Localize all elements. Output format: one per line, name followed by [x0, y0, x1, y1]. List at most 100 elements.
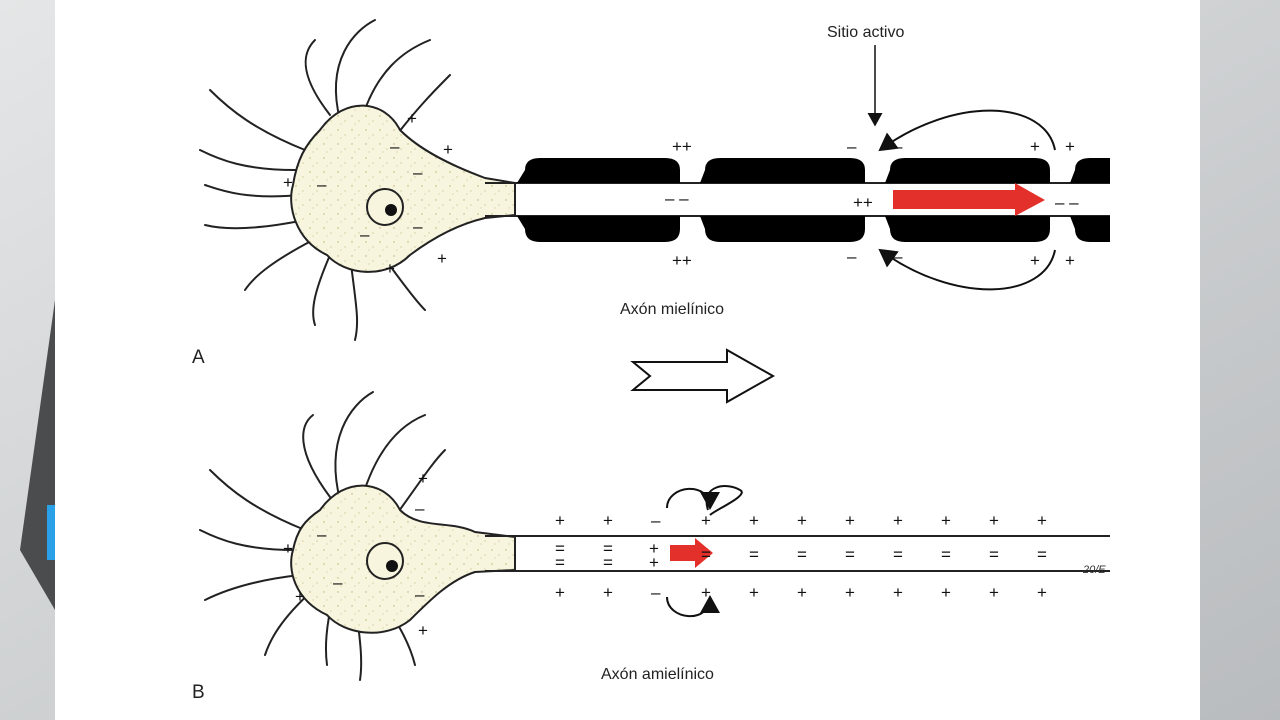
svg-text:+: +: [749, 511, 759, 530]
soma-a: [290, 104, 516, 273]
nucleolus-b: [386, 560, 398, 572]
svg-text:+: +: [295, 587, 305, 606]
svg-text:+: +: [418, 621, 428, 640]
decorative-blue-accent: [47, 505, 55, 560]
svg-text:+: +: [555, 511, 565, 530]
svg-text:+: +: [845, 511, 855, 530]
svg-text:+: +: [283, 539, 293, 558]
svg-text:=: =: [845, 545, 855, 564]
svg-text:+: +: [941, 511, 951, 530]
svg-text:– –: – –: [1055, 193, 1079, 212]
myelin-segment: [1070, 158, 1110, 183]
svg-text:–: –: [893, 247, 903, 266]
svg-text:+: +: [701, 511, 711, 530]
myelinated-axon-label: Axón mielínico: [620, 301, 724, 318]
svg-text:– –: – –: [665, 189, 689, 208]
panel-a: Sitio activo + + + + + – – – – – ++ ++ –…: [192, 19, 1110, 368]
svg-text:+: +: [749, 583, 759, 602]
svg-text:=: =: [603, 553, 613, 572]
svg-text:=: =: [555, 553, 565, 572]
svg-text:+: +: [283, 173, 293, 192]
charges-a: + + + + + – – – – – ++ ++ – – ++ – – – –…: [283, 109, 1079, 278]
svg-text:–: –: [317, 175, 327, 194]
svg-text:+: +: [797, 511, 807, 530]
svg-text:+: +: [893, 583, 903, 602]
svg-text:+: +: [649, 539, 659, 558]
current-loop-bottom: [878, 248, 1056, 291]
svg-text:–: –: [415, 499, 425, 518]
svg-text:++: ++: [672, 137, 692, 156]
myelin-segment: [885, 158, 1050, 183]
active-site-label: Sitio activo: [827, 24, 904, 41]
svg-text:+: +: [989, 583, 999, 602]
dendrites-a: [199, 19, 451, 341]
local-loop-top-right: [666, 487, 720, 510]
svg-text:=: =: [603, 539, 613, 558]
impulse-arrow-a: [893, 183, 1045, 216]
svg-text:–: –: [847, 247, 857, 266]
panel-b-letter: B: [192, 682, 205, 703]
current-loop-top: [878, 109, 1056, 152]
svg-text:+: +: [603, 583, 613, 602]
panel-b: + + + + – – – – ++–+ ++++ +++ ++–+ ++++ …: [192, 391, 1110, 703]
svg-text:–: –: [333, 573, 343, 592]
svg-text:–: –: [413, 217, 423, 236]
decorative-dark-shape: [20, 300, 55, 610]
svg-text:+: +: [1037, 583, 1047, 602]
svg-text:–: –: [360, 225, 370, 244]
svg-text:–: –: [651, 583, 661, 602]
myelin-segment: [1070, 216, 1110, 242]
nucleus-a: [366, 188, 404, 226]
local-loop-top: [705, 485, 743, 516]
svg-text:=: =: [941, 545, 951, 564]
myelin-segment: [517, 216, 680, 242]
nucleus-b: [366, 542, 404, 580]
hollow-direction-arrow: [630, 348, 776, 404]
svg-text:=: =: [1037, 545, 1047, 564]
svg-text:+: +: [385, 259, 395, 278]
svg-text:=: =: [749, 545, 759, 564]
svg-text:+: +: [1065, 137, 1075, 156]
svg-text:+: +: [555, 583, 565, 602]
artist-signature: 20/E: [1082, 564, 1106, 576]
myelin-segment: [517, 158, 680, 183]
panel-a-letter: A: [192, 347, 205, 368]
svg-text:=: =: [893, 545, 903, 564]
local-loop-bottom: [666, 595, 720, 618]
svg-text:+: +: [845, 583, 855, 602]
slide: Sitio activo + + + + + – – – – – ++ ++ –…: [55, 0, 1200, 720]
svg-text:+: +: [418, 469, 428, 488]
svg-text:–: –: [847, 137, 857, 156]
svg-text:+: +: [893, 511, 903, 530]
svg-text:++: ++: [853, 193, 873, 212]
svg-text:+: +: [941, 583, 951, 602]
nucleolus-a: [385, 204, 397, 216]
svg-text:–: –: [390, 137, 400, 156]
neuron-conduction-diagram: Sitio activo + + + + + – – – – – ++ ++ –…: [192, 19, 1110, 703]
svg-text:+: +: [443, 140, 453, 159]
svg-text:=: =: [555, 539, 565, 558]
svg-text:+: +: [1030, 251, 1040, 270]
myelin-sheaths: [517, 158, 1110, 242]
svg-text:–: –: [651, 511, 661, 530]
svg-text:+: +: [1065, 251, 1075, 270]
svg-text:+: +: [797, 583, 807, 602]
myelin-segment: [700, 158, 865, 183]
svg-text:–: –: [413, 163, 423, 182]
svg-text:=: =: [701, 545, 711, 564]
svg-text:+: +: [1030, 137, 1040, 156]
svg-text:+: +: [1037, 511, 1047, 530]
svg-text:=: =: [989, 545, 999, 564]
svg-text:+: +: [603, 511, 613, 530]
myelin-segment: [885, 216, 1050, 242]
svg-text:–: –: [893, 137, 903, 156]
impulse-arrow-b: [670, 538, 713, 568]
svg-text:=: =: [797, 545, 807, 564]
svg-text:–: –: [415, 585, 425, 604]
svg-text:–: –: [317, 525, 327, 544]
svg-text:+: +: [407, 109, 417, 128]
charges-b: + + + + – – – – ++–+ ++++ +++ ++–+ ++++ …: [283, 469, 1047, 640]
svg-text:+: +: [989, 511, 999, 530]
myelin-segment: [700, 216, 865, 242]
unmyelinated-axon-label: Axón amielínico: [601, 666, 714, 683]
